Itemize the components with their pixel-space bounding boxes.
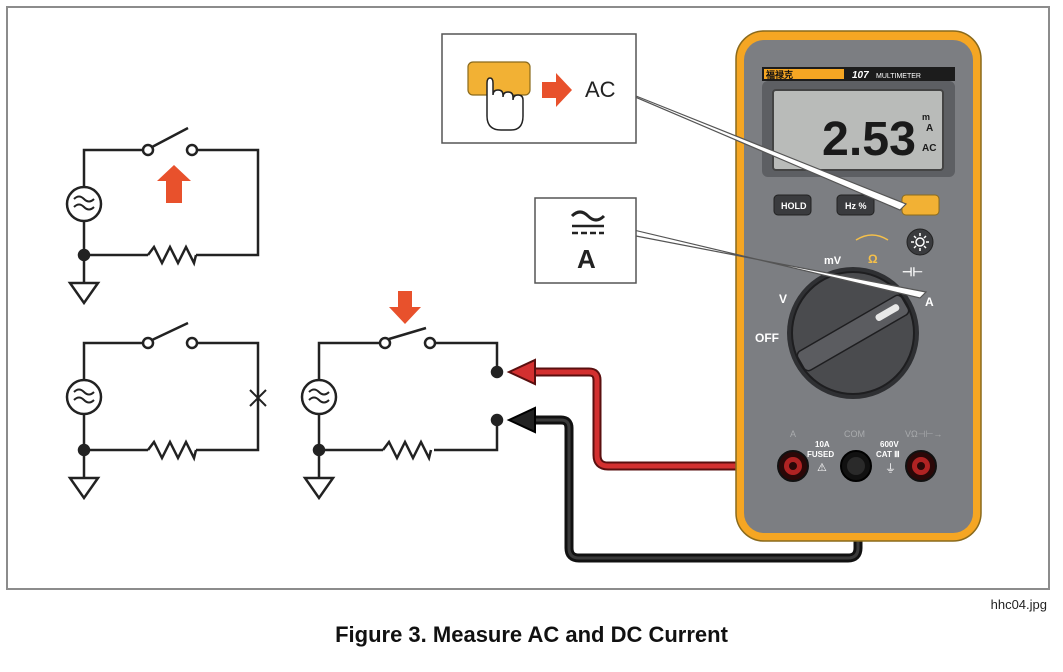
model-number: 107 <box>852 70 869 81</box>
black-test-lead-core <box>532 418 860 560</box>
ac-source-icon <box>65 378 103 416</box>
fused-rating: 10A <box>815 440 830 449</box>
up-arrow-icon <box>157 165 191 203</box>
backlight-button[interactable] <box>906 228 934 256</box>
fused-text: FUSED <box>807 450 834 459</box>
display-unit-prefix: m <box>922 112 930 122</box>
down-arrow-icon <box>389 291 421 324</box>
dial-capacitance: ⊣⊢ <box>902 265 923 279</box>
ac-source-icon <box>65 185 103 223</box>
voltage-rating: 600V <box>880 440 899 449</box>
jack-label-v: VΩ⊣⊢→ <box>905 429 942 439</box>
callout-ac-mode: AC <box>441 33 908 211</box>
brand-text: 福禄克 <box>765 69 793 80</box>
brand-badge <box>764 69 844 79</box>
dial-resistance-arc <box>855 234 889 241</box>
jack-label-com: COM <box>844 429 865 439</box>
ground-icon <box>302 476 336 501</box>
circuit-switch-closing <box>77 126 260 283</box>
dial-volts-ac: V <box>779 292 787 306</box>
cat-rating: CAT Ⅲ <box>876 450 900 459</box>
diagram-canvas: 福禄克 107 MULTIMETER 2.53 m A AC HOLD Hz %… <box>65 30 982 563</box>
hz-percent-button[interactable] <box>836 194 875 216</box>
ac-source-icon <box>300 378 338 416</box>
model-name: MULTIMETER <box>876 73 921 80</box>
dial-off: OFF <box>755 331 779 345</box>
dial-knob[interactable] <box>796 293 911 372</box>
callout-ac-label: AC <box>585 77 616 102</box>
yellow-function-button[interactable] <box>901 194 940 216</box>
display-unit: A <box>926 123 933 134</box>
jack-label-a: A <box>790 429 796 439</box>
circuit-meter-series <box>312 326 504 478</box>
hold-button-label: HOLD <box>781 201 807 211</box>
hz-percent-button-label: Hz % <box>845 201 867 211</box>
ground-icon <box>67 476 101 501</box>
resistor-icon <box>382 439 433 462</box>
ground-symbol-icon: ⏚ <box>885 462 896 475</box>
pointing-hand-icon <box>486 77 524 131</box>
multimeter: 福禄克 107 MULTIMETER 2.53 m A AC HOLD Hz %… <box>735 30 982 542</box>
figure-caption: Figure 3. Measure AC and DC Current <box>335 622 728 647</box>
ground-icon <box>67 281 101 306</box>
red-test-lead-core <box>530 369 793 469</box>
callout-function-symbol: A <box>577 244 596 274</box>
black-probe-tip <box>506 406 536 434</box>
callout-function-switch: A <box>534 197 928 299</box>
display-mode: AC <box>922 143 936 154</box>
ac-wave-icon <box>570 210 606 222</box>
lcd-screen <box>772 89 944 171</box>
sun-icon <box>911 233 929 251</box>
resistor-icon <box>147 439 198 462</box>
dial-ohms: Ω <box>868 252 878 266</box>
hold-button[interactable] <box>773 194 812 216</box>
right-arrow-icon <box>542 73 572 107</box>
warning-icon: ⚠ <box>817 462 827 474</box>
dial-millivolts: mV <box>824 255 842 267</box>
display-value: 2.53 <box>822 113 916 166</box>
red-probe-tip <box>506 358 536 386</box>
dial-amps: A <box>925 295 934 309</box>
file-name: hhc04.jpg <box>990 597 1047 612</box>
circuit-open <box>77 321 267 478</box>
resistor-icon <box>147 244 198 267</box>
